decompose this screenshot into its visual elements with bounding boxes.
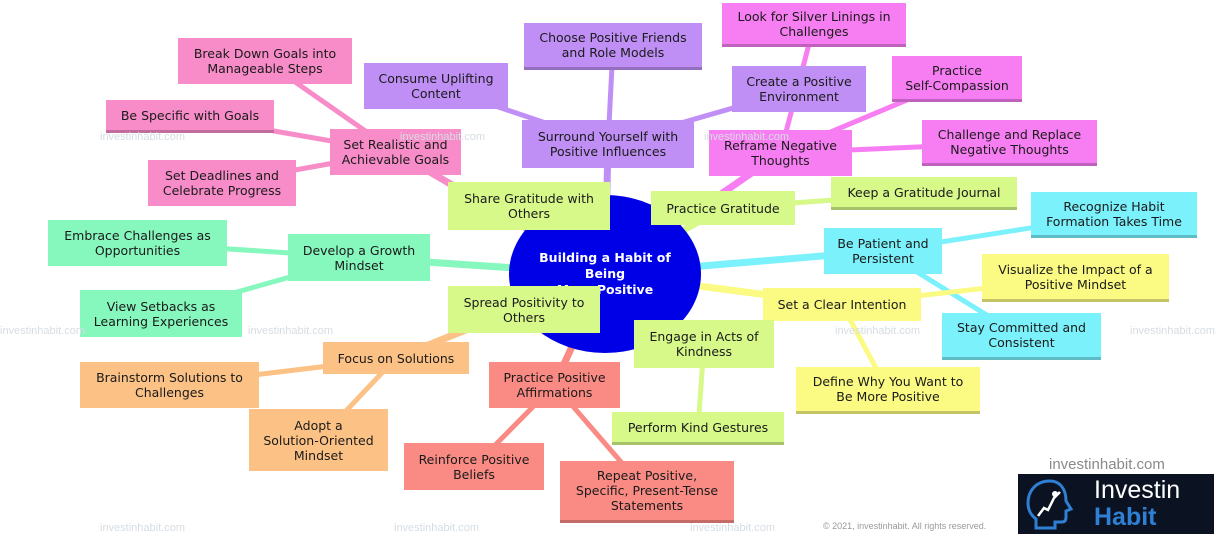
node-practice-gratitude: Practice Gratitude — [651, 191, 795, 225]
node-embrace-challenges: Embrace Challenges as Opportunities — [48, 220, 227, 266]
node-acts-of-kindness: Engage in Acts of Kindness — [634, 320, 774, 368]
copyright-text: © 2021, investinhabit. All rights reserv… — [823, 521, 987, 531]
watermark-text: investinhabit.com — [0, 325, 85, 337]
node-spread-positivity: Spread Positivity to Others — [448, 286, 600, 333]
brand-logo: Investin Habit — [1018, 474, 1214, 534]
node-positive-affirmations: Practice Positive Affirmations — [489, 362, 620, 408]
node-repeat-statements: Repeat Positive, Specific, Present-Tense… — [560, 461, 734, 523]
node-brainstorm-solutions: Brainstorm Solutions to Challenges — [80, 362, 259, 408]
site-url: investinhabit.com — [1049, 456, 1165, 473]
node-gratitude-journal: Keep a Gratitude Journal — [831, 177, 1017, 210]
watermark-text: investinhabit.com — [100, 522, 185, 534]
watermark-text: investinhabit.com — [394, 522, 479, 534]
logo-word-investin: Investin — [1094, 476, 1181, 504]
node-break-down-goals: Break Down Goals into Manageable Steps — [178, 38, 352, 84]
head-climber-icon — [1026, 479, 1074, 530]
watermark-text: investinhabit.com — [248, 325, 333, 337]
node-kind-gestures: Perform Kind Gestures — [612, 412, 784, 445]
logo-word-habit: Habit — [1094, 503, 1157, 531]
watermark-text: investinhabit.com — [100, 131, 185, 143]
node-reinforce-beliefs: Reinforce Positive Beliefs — [404, 443, 544, 490]
node-self-compassion: Practice Self-Compassion — [892, 56, 1022, 102]
node-define-why: Define Why You Want to Be More Positive — [796, 367, 980, 414]
node-challenge-replace: Challenge and Replace Negative Thoughts — [922, 120, 1097, 166]
node-set-deadlines: Set Deadlines and Celebrate Progress — [148, 160, 296, 206]
node-be-specific: Be Specific with Goals — [106, 100, 274, 133]
node-clear-intention: Set a Clear Intention — [763, 288, 921, 321]
watermark-text: investinhabit.com — [1130, 325, 1215, 337]
watermark-text: investinhabit.com — [400, 131, 485, 143]
node-positive-environment: Create a Positive Environment — [732, 66, 866, 112]
watermark-text: investinhabit.com — [704, 131, 789, 143]
node-set-realistic-goals: Set Realistic and Achievable Goals — [330, 129, 461, 175]
node-choose-friends: Choose Positive Friends and Role Models — [524, 23, 702, 70]
node-silver-linings: Look for Silver Linings in Challenges — [722, 3, 906, 47]
node-reframe-negative: Reframe Negative Thoughts — [709, 130, 852, 176]
node-consume-uplifting: Consume Uplifting Content — [364, 63, 508, 109]
watermark-text: investinhabit.com — [835, 325, 920, 337]
node-share-gratitude: Share Gratitude with Others — [448, 182, 610, 230]
node-be-patient: Be Patient and Persistent — [824, 228, 942, 274]
node-visualize-impact: Visualize the Impact of a Positive Minds… — [982, 254, 1169, 302]
node-stay-committed: Stay Committed and Consistent — [942, 313, 1101, 360]
watermark-text: investinhabit.com — [690, 522, 775, 534]
node-growth-mindset: Develop a Growth Mindset — [288, 234, 430, 281]
node-setbacks-learning: View Setbacks as Learning Experiences — [80, 290, 242, 337]
node-surround-positive-influences: Surround Yourself with Positive Influenc… — [522, 120, 694, 168]
node-focus-solutions: Focus on Solutions — [323, 342, 469, 374]
node-habit-formation-time: Recognize Habit Formation Takes Time — [1031, 192, 1197, 238]
node-solution-mindset: Adopt a Solution-Oriented Mindset — [249, 409, 388, 471]
